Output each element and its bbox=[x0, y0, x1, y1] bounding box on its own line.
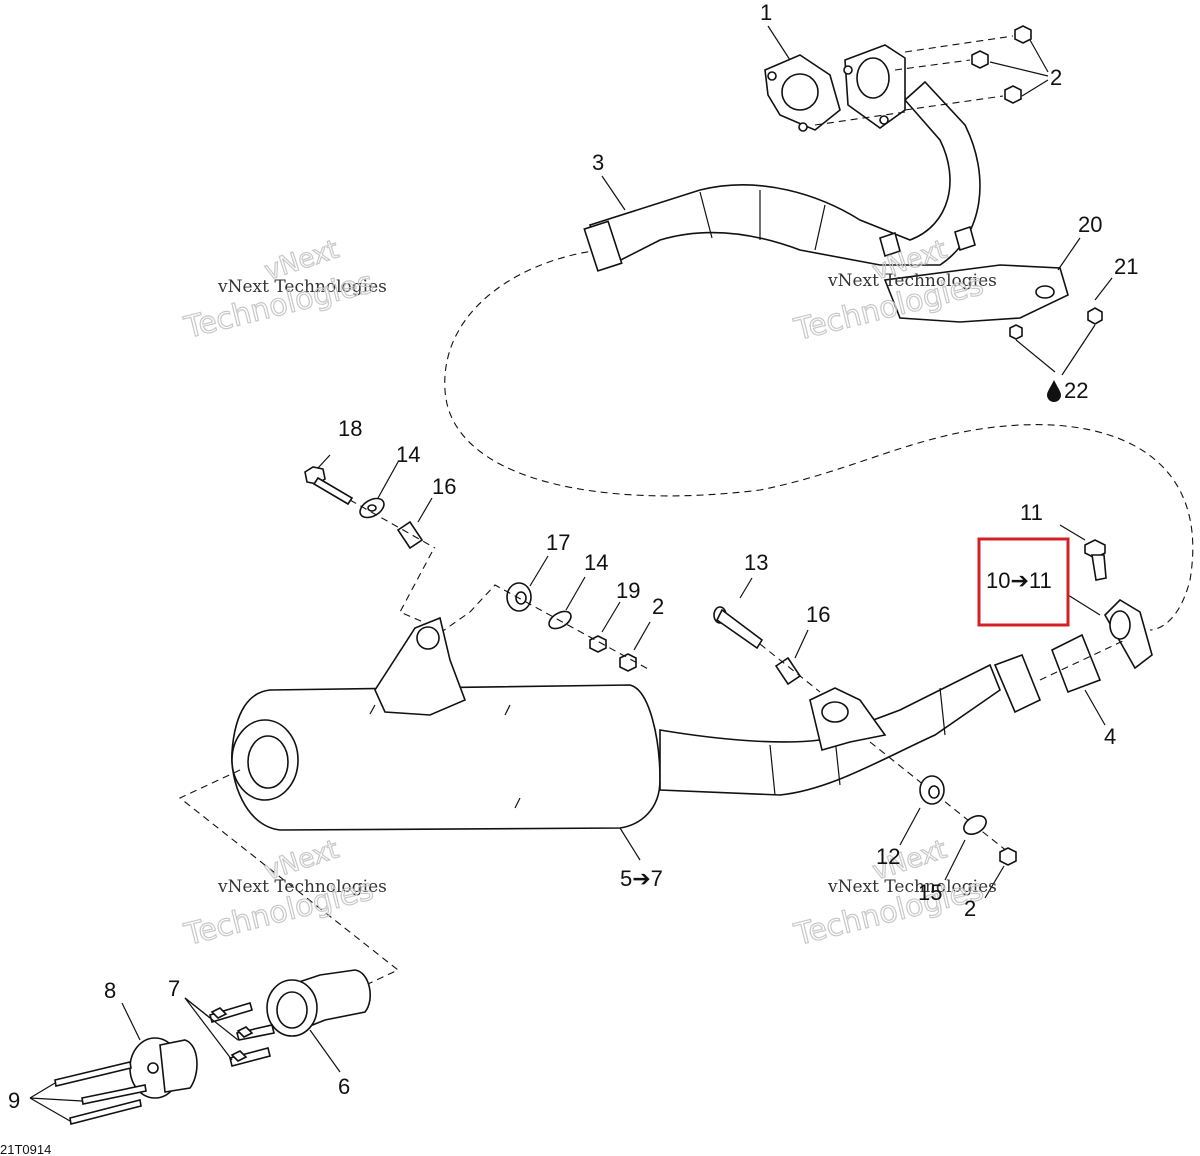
washer-15 bbox=[944, 815, 987, 881]
callout-14-a: 14 bbox=[396, 442, 420, 467]
callout-1: 1 bbox=[760, 0, 772, 25]
callout-16-b: 16 bbox=[806, 602, 830, 627]
washer-14b bbox=[548, 576, 586, 630]
callout-22: 22 bbox=[1064, 378, 1088, 403]
callout-4: 4 bbox=[1104, 724, 1116, 749]
nut-2-low bbox=[984, 847, 1017, 899]
svg-text:vNext Technologies: vNext Technologies bbox=[217, 277, 387, 297]
callout-14-b: 14 bbox=[584, 550, 608, 575]
callout-6: 6 bbox=[338, 1074, 350, 1099]
callout-9: 9 bbox=[8, 1088, 20, 1113]
mount-bolt-18 bbox=[304, 454, 354, 506]
callout-12: 12 bbox=[876, 844, 900, 869]
diagram-code: 21T0914 bbox=[0, 1142, 51, 1156]
callout-3: 3 bbox=[592, 150, 604, 175]
callout-2-mid: 2 bbox=[652, 594, 664, 619]
highlight-box bbox=[977, 537, 1070, 627]
washer-14a bbox=[359, 461, 399, 519]
header-pipe bbox=[583, 80, 981, 272]
callout-15: 15 bbox=[918, 880, 942, 905]
watermark-left-top: vNext Technologies vNext Technologies bbox=[180, 234, 387, 347]
mid-pipe bbox=[659, 653, 1042, 796]
callout-8: 8 bbox=[104, 978, 116, 1003]
callout-5-to-7: 5➔7 bbox=[620, 866, 663, 891]
exhaust-clamp bbox=[1067, 594, 1153, 670]
long-screws-9 bbox=[29, 1061, 147, 1125]
svg-text:vNext Technologies: vNext Technologies bbox=[827, 271, 997, 291]
exhaust-flange bbox=[764, 54, 841, 132]
silencer bbox=[231, 616, 661, 861]
end-cap-8 bbox=[121, 1002, 198, 1099]
grommet-17 bbox=[506, 555, 549, 612]
nut-2-mid bbox=[619, 621, 651, 672]
callout-18: 18 bbox=[338, 416, 362, 441]
sleeve-4 bbox=[1050, 633, 1106, 726]
guide-loop bbox=[444, 249, 1194, 631]
callout-2-top: 2 bbox=[1050, 65, 1062, 90]
spacer-16b bbox=[774, 629, 809, 686]
bolt-11 bbox=[1059, 524, 1107, 581]
callout-11: 11 bbox=[1020, 500, 1043, 525]
bolt-13 bbox=[713, 577, 764, 650]
spark-arrestor-6 bbox=[266, 969, 371, 1073]
callout-16-a: 16 bbox=[432, 474, 456, 499]
callout-20: 20 bbox=[1078, 212, 1102, 237]
callout-10-to-11: 10➔11 bbox=[986, 568, 1052, 593]
grommet-12 bbox=[899, 775, 945, 846]
exhaust-flange-mounted bbox=[843, 44, 906, 129]
threadlocker-drop-icon bbox=[1047, 380, 1061, 402]
cap-screws-7 bbox=[184, 997, 275, 1067]
svg-text:vNext Technologies: vNext Technologies bbox=[217, 877, 387, 897]
callout-21: 21 bbox=[1114, 254, 1138, 279]
mid-pipe-bracket bbox=[809, 687, 887, 751]
watermark-left-bottom: vNext Technologies vNext Technologies bbox=[180, 834, 387, 954]
callout-13: 13 bbox=[744, 550, 768, 575]
callout-2-low: 2 bbox=[964, 896, 976, 921]
heat-shield-screws bbox=[1009, 277, 1113, 376]
heat-shield bbox=[879, 225, 1081, 323]
flange-nuts bbox=[814, 25, 1049, 126]
spacer-16a bbox=[396, 497, 433, 550]
svg-text:vNext Technologies: vNext Technologies bbox=[827, 877, 997, 897]
callout-19: 19 bbox=[616, 578, 640, 603]
nut-19 bbox=[589, 601, 621, 653]
callout-17: 17 bbox=[546, 530, 570, 555]
callout-7: 7 bbox=[168, 976, 180, 1001]
